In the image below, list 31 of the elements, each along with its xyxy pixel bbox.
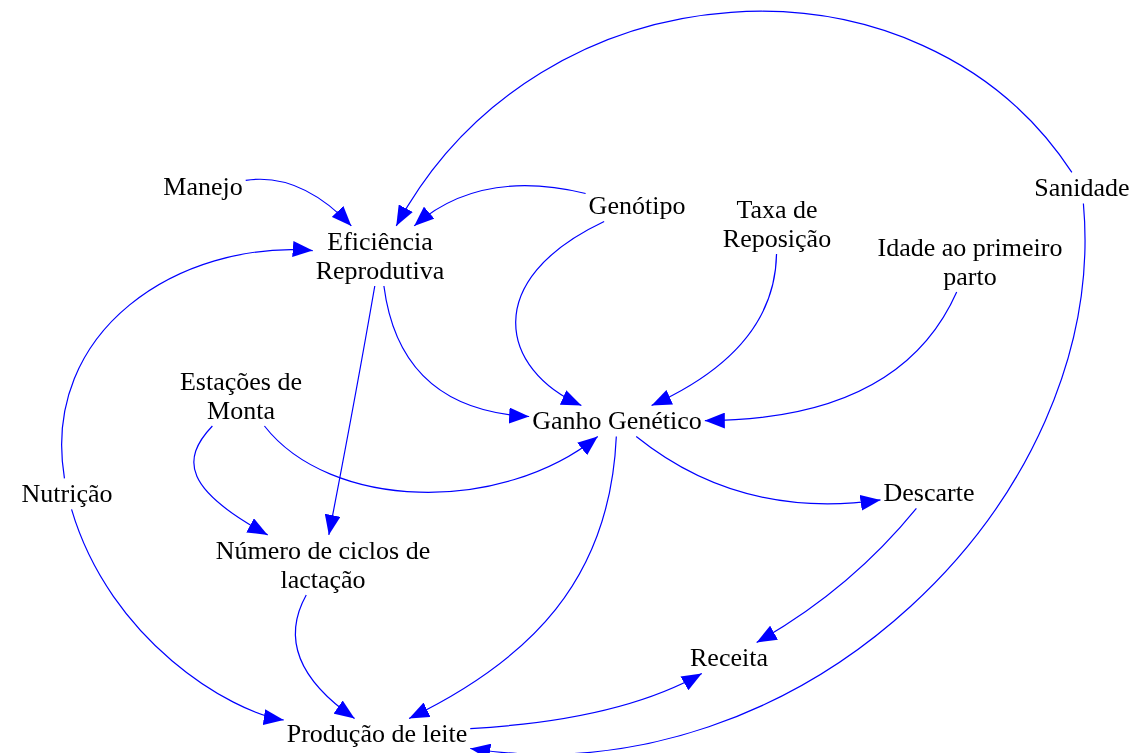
causal-arrow xyxy=(635,435,882,510)
causal-arrow xyxy=(193,425,269,536)
causal-arrow xyxy=(469,202,1084,753)
causal-arrow xyxy=(245,178,352,227)
variable-label: Sanidade xyxy=(1034,173,1130,203)
causal-arrow xyxy=(469,672,703,730)
variable-label: Número de ciclos de lactação xyxy=(203,535,443,595)
causal-arrow xyxy=(294,594,356,720)
variable-label: Nutrição xyxy=(21,479,113,509)
causal-arrow xyxy=(70,508,285,725)
variable-label: Genótipo xyxy=(588,191,686,221)
variable-label: Ganho Genético xyxy=(532,406,702,436)
causal-arrow xyxy=(515,220,605,407)
variable-label: Receita xyxy=(690,643,768,673)
causal-arrow xyxy=(650,253,778,407)
causal-arrow xyxy=(704,291,958,429)
variable-label: Idade ao primeiro parto xyxy=(850,232,1090,292)
variable-label: Taxa de Reposição xyxy=(702,194,852,254)
causal-arrow xyxy=(395,11,1073,227)
causal-arrow xyxy=(324,285,376,536)
causal-arrow xyxy=(383,285,530,423)
variable-label: Produção de leite xyxy=(286,719,468,749)
variable-label: Estações de Monta xyxy=(156,366,326,426)
causal-arrow xyxy=(413,185,587,227)
variable-label: Manejo xyxy=(163,172,243,202)
causal-arrow xyxy=(408,435,617,720)
variable-label: Descarte xyxy=(883,478,975,508)
variable-label: Eficiência Reprodutiva xyxy=(290,226,470,286)
causal-arrow xyxy=(263,425,599,493)
causal-arrow xyxy=(61,242,314,480)
causal-arrow xyxy=(756,507,917,644)
